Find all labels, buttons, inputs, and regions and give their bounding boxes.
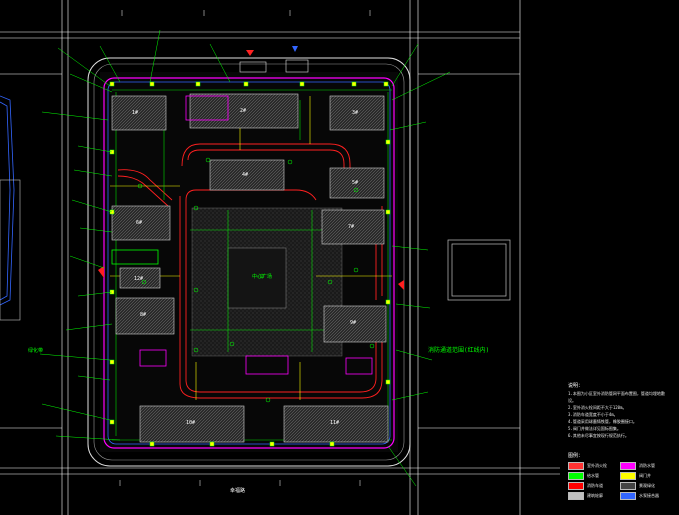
design-notes: 说明： 1.本图为小区室外消防管网平面布置图，管道均埋地敷设。 2.室外消火栓间… — [568, 383, 672, 439]
site-boundary — [87, 57, 411, 467]
building-label-2: 2# — [240, 108, 247, 114]
notes-title: 说明： — [568, 383, 584, 389]
site-gates — [239, 59, 309, 73]
note-item: 1.本图为小区室外消防管网平面布置图，管道均埋地敷设。 — [568, 391, 665, 403]
fire-main-loop — [103, 77, 395, 449]
building-8 — [115, 297, 175, 335]
legend-item: 消防车道 — [568, 482, 603, 490]
building-2 — [189, 93, 299, 129]
pump-connector-red-top — [246, 50, 254, 56]
building-6 — [111, 205, 171, 241]
building-10 — [139, 405, 245, 443]
legend-swatch — [620, 472, 636, 480]
building-3 — [329, 95, 385, 131]
building-label-6: 6# — [136, 220, 143, 226]
building-label-9: 9# — [350, 320, 357, 326]
hydrants — [109, 81, 391, 447]
legend-swatch — [568, 482, 584, 490]
green-zone — [111, 249, 159, 265]
legend-item: 给水管 — [568, 472, 599, 480]
building-label-8: 8# — [140, 312, 147, 318]
buildings — [111, 93, 389, 443]
building-4 — [209, 159, 285, 191]
building-label-12: 12# — [134, 276, 144, 282]
legend-item: 建筑轮廓 — [568, 492, 603, 500]
building-label-4: 4# — [242, 172, 249, 178]
legend-swatch — [568, 492, 584, 500]
note-item: 3.消防车道宽度不小于4m。 — [568, 412, 618, 417]
note-item: 2.室外消火栓间距不大于120m。 — [568, 405, 627, 410]
legend-swatch — [568, 462, 584, 470]
building-label-1: 1# — [132, 110, 139, 116]
building-label-7: 7# — [348, 224, 355, 230]
legend-swatch — [568, 472, 584, 480]
legend-swatch — [620, 492, 636, 500]
legend-item: 消防水管 — [620, 462, 655, 470]
building-label-5: 5# — [352, 180, 359, 186]
building-11 — [283, 405, 389, 443]
building-9 — [323, 305, 387, 343]
adjacent-building-west — [0, 95, 15, 306]
legend-item: 水泵接合器 — [620, 492, 659, 500]
note-item: 6.其他未尽事宜按现行规范执行。 — [568, 433, 629, 438]
annotation-leaders — [39, 29, 451, 487]
legend: 图例： 室外消火栓 消防水管 给水管 阀门井 消防车道 景观绿化 建筑轮廓 水泵… — [568, 452, 676, 500]
building-label-11: 11# — [330, 420, 340, 426]
legend-swatch — [620, 482, 636, 490]
side-label: 消防通道范围(红线内) — [428, 347, 490, 354]
note-item: 4.管道采用球墨铸铁管，橡胶圈接口。 — [568, 419, 637, 424]
pump-rooms — [139, 95, 373, 375]
legend-swatch — [620, 462, 636, 470]
road-label-green: 绿化带 — [28, 348, 44, 354]
legend-title: 图例： — [568, 453, 584, 459]
pump-connector-red-east — [398, 280, 404, 290]
building-label-10: 10# — [186, 420, 196, 426]
legend-item: 景观绿化 — [620, 482, 655, 490]
building-label-3: 3# — [352, 110, 359, 116]
pump-connector-blue-top — [292, 46, 298, 52]
building-5 — [329, 167, 385, 199]
legend-item: 室外消火栓 — [568, 462, 607, 470]
adjacent-building-east — [447, 239, 511, 301]
road-label-south: 幸福路 — [230, 488, 246, 494]
plaza-label: 中心广场 — [252, 274, 273, 280]
note-item: 5.阀门井做法详见国标图集。 — [568, 426, 621, 431]
building-1 — [111, 95, 167, 131]
building-7 — [321, 209, 385, 245]
pump-connector-red-west — [98, 266, 104, 278]
legend-item: 阀门井 — [620, 472, 651, 480]
building-12 — [119, 267, 161, 289]
